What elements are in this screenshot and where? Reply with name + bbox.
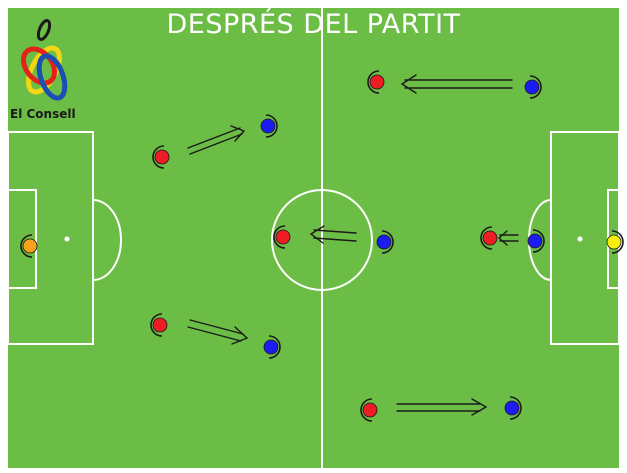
pitch-markings <box>7 8 620 468</box>
player-dot <box>524 79 540 95</box>
player-dot <box>606 234 622 250</box>
red-player <box>150 313 168 337</box>
movement-arrow-icon <box>187 319 249 345</box>
blue-player <box>527 229 545 253</box>
movement-arrows <box>187 74 519 416</box>
red-player <box>360 398 378 422</box>
player-facing-arc <box>360 398 373 422</box>
player-dot <box>154 149 170 165</box>
red-player <box>480 226 498 250</box>
logo-icon <box>20 19 68 101</box>
player-dot <box>362 402 378 418</box>
movement-arrow-icon <box>400 74 513 94</box>
red-player <box>367 70 385 94</box>
page-title: DESPRÉS DEL PARTIT <box>166 9 461 40</box>
blue-player <box>263 335 281 359</box>
left-goalkeeper <box>20 234 38 258</box>
left-goal-area <box>7 189 37 289</box>
red-player <box>152 145 170 169</box>
centre-circle <box>271 189 373 291</box>
left-penalty-arc <box>92 199 122 281</box>
player-dot <box>260 118 276 134</box>
blue-player <box>504 396 522 420</box>
movement-arrow-icon <box>187 125 246 155</box>
player-dot <box>527 233 543 249</box>
player-dot <box>263 339 279 355</box>
players <box>20 70 624 422</box>
right-goalkeeper <box>606 230 624 254</box>
player-facing-arc <box>509 396 522 420</box>
blue-player <box>260 114 278 138</box>
player-dot <box>482 230 498 246</box>
player-facing-arc <box>273 225 286 249</box>
player-dot <box>369 74 385 90</box>
player-dot <box>22 238 38 254</box>
movement-arrow-icon <box>396 398 488 416</box>
player-facing-arc <box>152 145 165 169</box>
blue-player <box>376 230 394 254</box>
player-facing-arc <box>268 335 281 359</box>
left-penalty-spot <box>64 236 70 242</box>
red-player <box>273 225 291 249</box>
player-facing-arc <box>367 70 380 94</box>
movement-arrow-icon <box>309 225 357 244</box>
player-facing-arc <box>529 75 542 99</box>
player-dot <box>152 317 168 333</box>
player-facing-arc <box>532 229 545 253</box>
player-facing-arc <box>265 114 278 138</box>
player-dot <box>504 400 520 416</box>
blue-player <box>524 75 542 99</box>
player-facing-arc <box>611 230 624 254</box>
movement-arrow-icon <box>497 230 519 246</box>
player-facing-arc <box>381 230 394 254</box>
player-facing-arc <box>20 234 33 258</box>
logo-text: El Consell <box>10 107 76 121</box>
player-facing-arc <box>150 313 163 337</box>
player-dot <box>275 229 291 245</box>
player-dot <box>376 234 392 250</box>
player-facing-arc <box>480 226 493 250</box>
right-penalty-spot <box>577 236 583 242</box>
